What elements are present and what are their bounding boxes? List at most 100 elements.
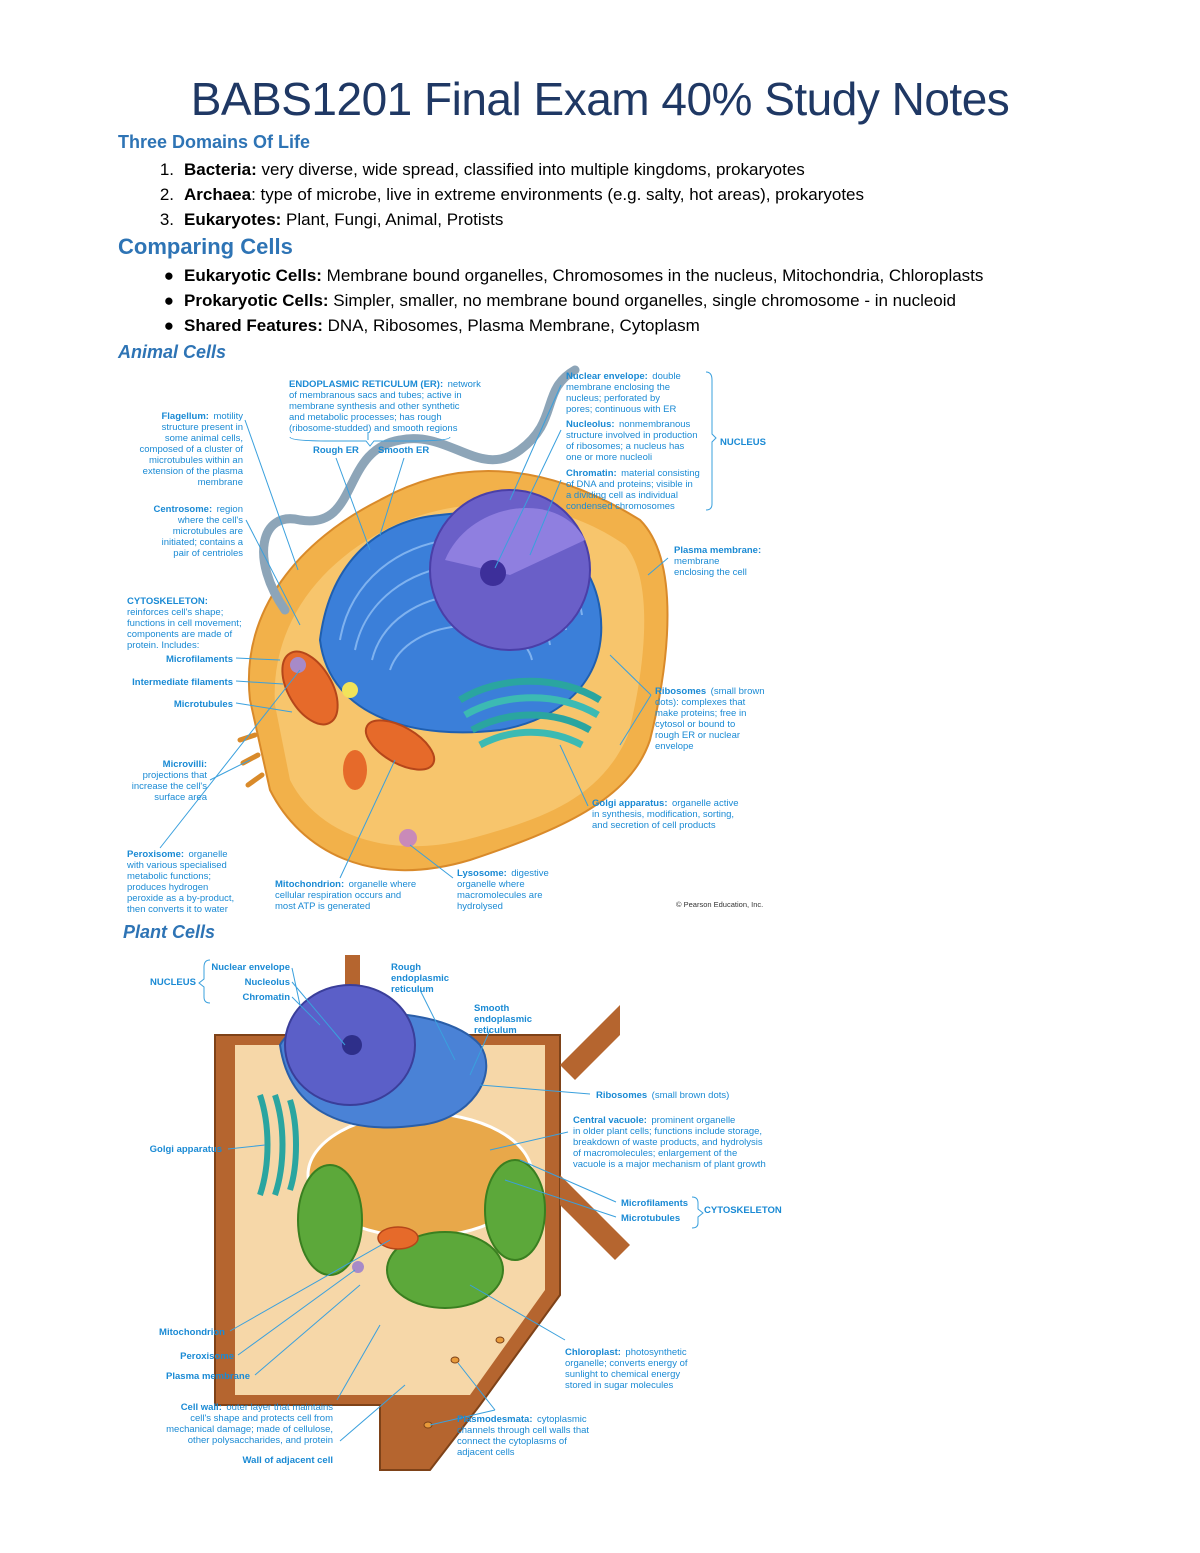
mitochondrion-label-text: organelle where: [349, 879, 417, 890]
cell-wall-label-text: mechanical damage; made of cellulose,: [166, 1424, 333, 1435]
ribosomes-label-title: Ribosomes: [655, 686, 706, 697]
cytoskeleton-label-title: CYTOSKELETON:: [127, 596, 208, 607]
microvilli-label-text: surface area: [154, 792, 208, 803]
golgi-label-text: in synthesis, modification, sorting,: [592, 809, 734, 820]
svg-text:Mitochondrion: organelle where: Mitochondrion: organelle where: [275, 874, 416, 891]
er-label-title: ENDOPLASMIC RETICULUM (ER):: [289, 379, 443, 390]
microvilli-label-text: projections that: [143, 770, 208, 781]
smooth-er-label: Smooth: [474, 1003, 510, 1014]
er-label-text: membrane synthesis and other synthetic: [289, 401, 460, 412]
centrosome-label-text: microtubules are: [173, 526, 243, 537]
peroxisome-label: Peroxisome: [180, 1351, 234, 1362]
intermediate-filaments-label: Intermediate filaments: [132, 677, 233, 688]
peroxisome-label-text: organelle: [188, 849, 227, 860]
svg-text:Nuclear envelope: double: Nuclear envelope: double: [566, 366, 681, 383]
cytoskeleton-label: CYTOSKELETON: [704, 1205, 782, 1216]
nucleus-label: NUCLEUS: [720, 437, 766, 448]
wall-adjacent-cell-label: Wall of adjacent cell: [243, 1455, 333, 1466]
lysosome-label-text: hydrolysed: [457, 901, 503, 912]
plasmodesmata-label-text: connect the cytoplasms of: [457, 1436, 567, 1447]
peroxisome-label-text: with various specialised: [126, 860, 227, 871]
golgi-label-text: organelle active: [672, 798, 739, 809]
plasma-membrane-label-text: enclosing the cell: [674, 567, 747, 578]
rough-er-label: reticulum: [391, 984, 434, 995]
ribosomes-label-text: cytosol or bound to: [655, 719, 735, 730]
centrosome-label-text: initiated; contains a: [162, 537, 244, 548]
centrosome-label-text: where the cell's: [177, 515, 243, 526]
rough-er-label: Rough ER: [313, 445, 359, 456]
smooth-er-label: reticulum: [474, 1025, 517, 1036]
flagellum-label-title: Flagellum:: [161, 411, 209, 422]
golgi-label: Golgi apparatus: [150, 1144, 222, 1155]
cytoskeleton-label-text: protein. Includes:: [127, 640, 199, 651]
nucleolus-label-text: structure involved in production: [566, 430, 698, 441]
lysosome-label-text: digestive: [511, 868, 549, 879]
mitochondrion-label-title: Mitochondrion:: [275, 879, 344, 890]
chloroplast-label-title: Chloroplast:: [565, 1347, 621, 1358]
microtubules-label: Microtubules: [621, 1213, 680, 1224]
smooth-er-label: Smooth ER: [378, 445, 429, 456]
nuclear-envelope-label-text: pores; continuous with ER: [566, 404, 677, 415]
svg-text:Lysosome: digestive: Lysosome: digestive: [457, 863, 549, 880]
cytoskeleton-label-text: functions in cell movement;: [127, 618, 242, 629]
microtubules-label: Microtubules: [174, 699, 233, 710]
svg-text:Flagellum: motility: Flagellum: motility: [161, 406, 243, 423]
peroxisome-label-text: peroxide as a by-product,: [127, 893, 234, 904]
plasmodesmata-label-text: cytoplasmic: [537, 1414, 587, 1425]
peroxisome: [290, 657, 306, 673]
svg-text:Plasmodesmata: cytoplasmic: Plasmodesmata: cytoplasmic: [457, 1409, 587, 1426]
cell-wall-label-title: Cell wall:: [181, 1402, 222, 1413]
centrosome-label-title: Centrosome:: [154, 504, 213, 515]
flagellum-label-text: composed of a cluster of: [140, 444, 244, 455]
rough-er-label: Rough: [391, 962, 421, 973]
central-vacuole-label-title: Central vacuole:: [573, 1115, 647, 1126]
nucleolus-label-text: one or more nucleoli: [566, 452, 652, 463]
central-vacuole-label-text: of macromolecules; enlargement of the: [573, 1148, 737, 1159]
nuclear-envelope-label-title: Nuclear envelope:: [566, 371, 648, 382]
chloroplast: [298, 1165, 362, 1275]
chloroplast-label-text: photosynthetic: [625, 1347, 687, 1358]
centrosome-label-text: region: [217, 504, 243, 515]
plasma-membrane-label-text: membrane: [674, 556, 719, 567]
nuclear-envelope-label-text: double: [652, 371, 681, 382]
ribosomes-label-text: make proteins; free in: [655, 708, 746, 719]
cytoskeleton-label-text: components are made of: [127, 629, 232, 640]
animal-cell-diagram: ENDOPLASMIC RETICULUM (ER): network of m…: [0, 0, 1200, 915]
flagellum-label-text: some animal cells,: [165, 433, 243, 444]
er-label-text: (ribosome-studded) and smooth regions: [289, 423, 458, 434]
chromatin-label-text: condensed chromosomes: [566, 501, 675, 512]
microfilaments-label: Microfilaments: [166, 654, 233, 665]
nuclear-envelope-label-text: membrane enclosing the: [566, 382, 670, 393]
svg-text:Ribosomes (small brown dots): Ribosomes (small brown dots): [596, 1085, 729, 1102]
microvilli-label-text: increase the cell's: [132, 781, 207, 792]
flagellum-label-text: structure present in: [162, 422, 243, 433]
svg-text:Nucleolus: nonmembranous: Nucleolus: nonmembranous: [566, 414, 691, 431]
chromatin-label: Chromatin: [243, 992, 291, 1003]
peroxisome-label-title: Peroxisome:: [127, 849, 184, 860]
svg-text:Ribosomes (small brown: Ribosomes (small brown: [655, 681, 765, 698]
svg-text:Chromatin: material consisting: Chromatin: material consisting: [566, 463, 700, 480]
chloroplast-label-text: sunlight to chemical energy: [565, 1369, 680, 1380]
plasmodesmata-label-title: Plasmodesmata:: [457, 1414, 533, 1425]
svg-text:Peroxisome: organelle: Peroxisome: organelle: [127, 844, 228, 861]
svg-text:Chloroplast: photosynthetic: Chloroplast: photosynthetic: [565, 1342, 687, 1359]
central-vacuole-label-text: prominent organelle: [651, 1115, 735, 1126]
flagellum-label-text: membrane: [198, 477, 243, 488]
rough-er-label: endoplasmic: [391, 973, 449, 984]
cell-wall-label-text: other polysaccharides, and protein: [188, 1435, 333, 1446]
central-vacuole-label-text: vacuole is a major mechanism of plant gr…: [573, 1159, 766, 1170]
plasma-membrane-label: Plasma membrane: [166, 1371, 250, 1382]
mitochondrion-label-text: most ATP is generated: [275, 901, 370, 912]
chromatin-label-text: a dividing cell as individual: [566, 490, 678, 501]
plasmodesmata-label-text: adjacent cells: [457, 1447, 515, 1458]
peroxisome-label-text: metabolic functions;: [127, 871, 211, 882]
peroxisome-label-text: then converts it to water: [127, 904, 228, 915]
nucleolus-label: Nucleolus: [245, 977, 290, 988]
plant-cells-heading: Plant Cells: [123, 922, 215, 943]
flagellum-label-text: microtubules within an: [149, 455, 243, 466]
nucleolus: [480, 560, 506, 586]
ribosomes-label-text: (small brown: [711, 686, 765, 697]
svg-text:ENDOPLASMIC RETICULUM (ER): ne: ENDOPLASMIC RETICULUM (ER): network: [289, 374, 481, 391]
er-label-text: of membranous sacs and tubes; active in: [289, 390, 462, 401]
peroxisome-label-text: produces hydrogen: [127, 882, 208, 893]
